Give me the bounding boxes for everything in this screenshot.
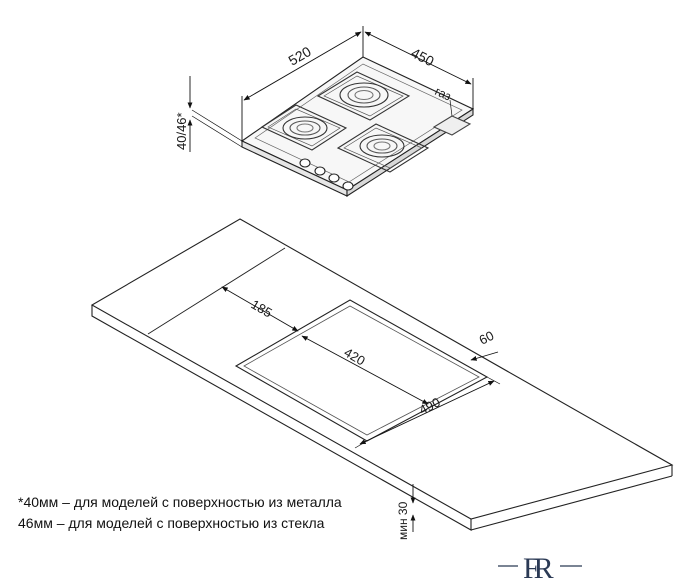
control-knobs <box>299 158 354 191</box>
hob-drawing <box>240 56 475 198</box>
hob-dimensions <box>187 26 474 152</box>
cutout-dimensions <box>221 286 501 532</box>
footnote-metal: *40мм – для моделей с поверхностью из ме… <box>18 494 342 510</box>
burner-front-right <box>336 123 430 173</box>
offset-dimension-line <box>221 286 299 332</box>
gas-inlet-plate <box>432 115 472 136</box>
hob-height-label: 40/46* <box>174 112 189 150</box>
depth-dimension-line <box>364 31 472 85</box>
hob-width-label: 520 <box>286 43 314 69</box>
gas-label: газ <box>433 84 454 104</box>
min-thickness-label: мин 30 <box>396 501 410 540</box>
edge-dimension-line <box>470 351 499 361</box>
width-dimension-line <box>243 31 362 101</box>
brand-logo: FR <box>498 552 582 584</box>
edge-label: 60 <box>477 328 497 348</box>
countertop-drawing <box>90 218 674 531</box>
brand-logo-text: FR <box>523 552 554 584</box>
footnote-glass: 46мм – для моделей с поверхностью из сте… <box>18 515 325 531</box>
cutout-depth-dimension-line <box>359 380 495 445</box>
burner-left <box>260 104 348 151</box>
